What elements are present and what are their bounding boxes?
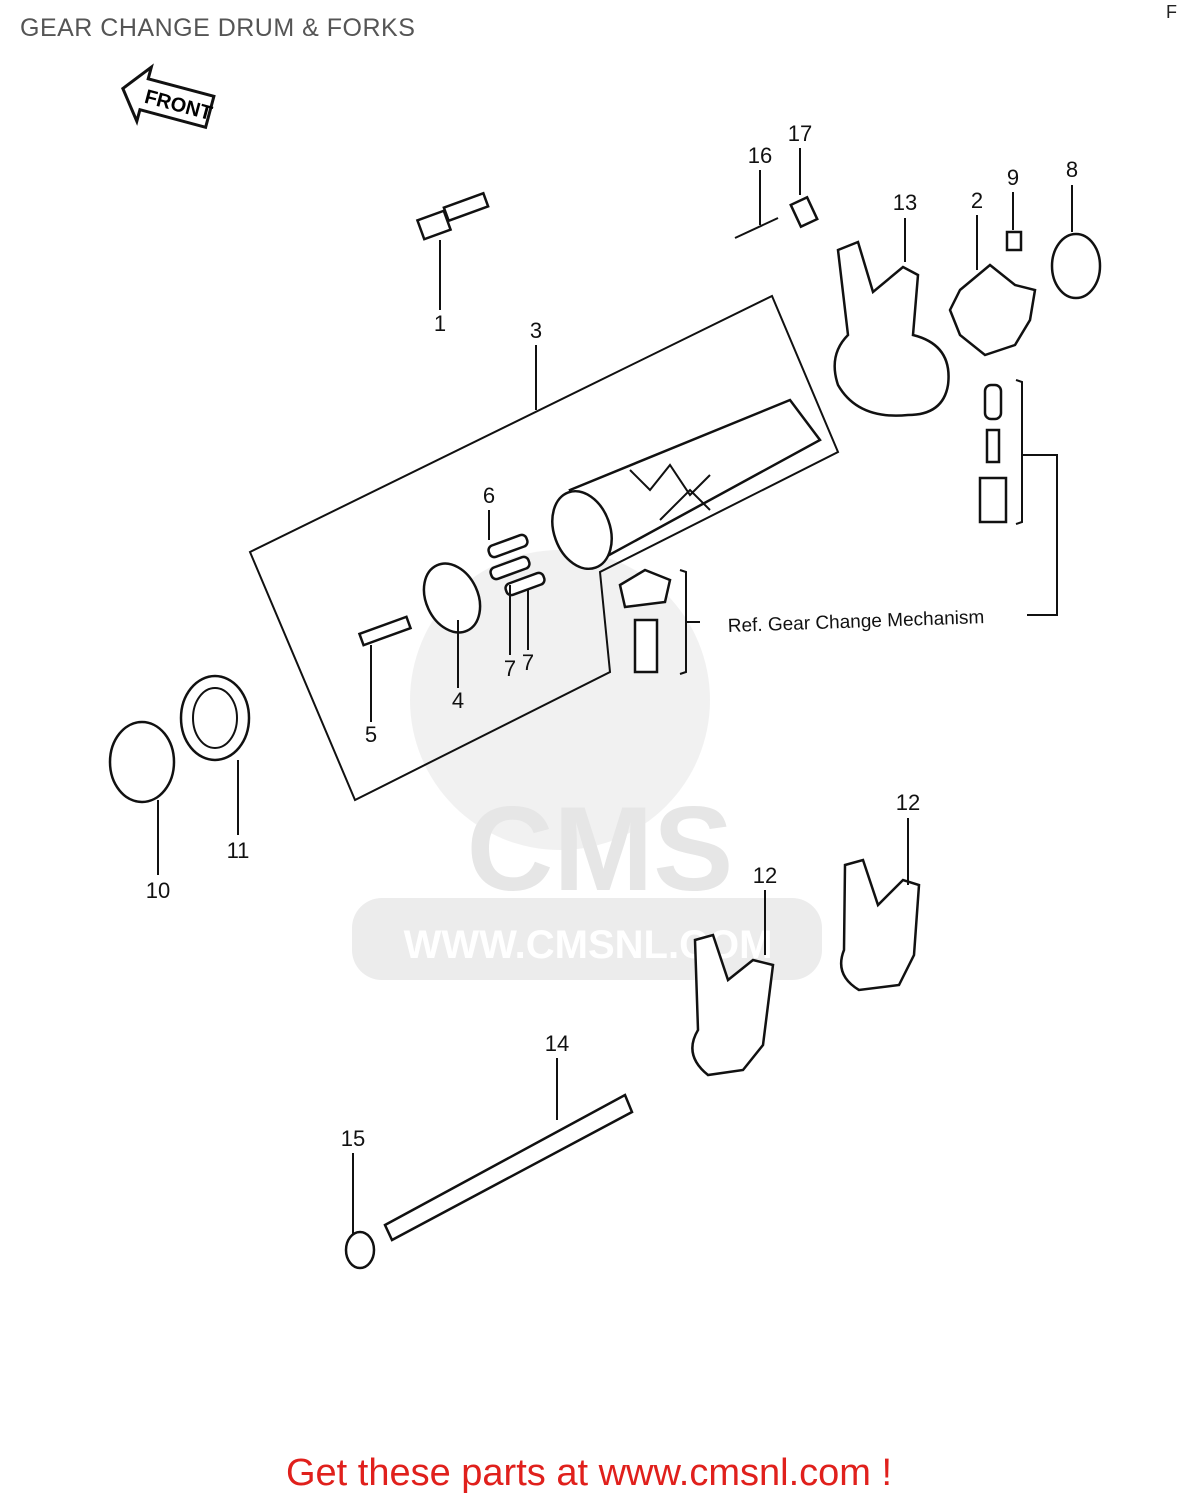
fork-shaft-14 [383,1093,634,1242]
callout-3: 3 [530,318,542,343]
detent-spring [985,428,1001,464]
footer-cta[interactable]: Get these parts at www.cmsnl.com ! [0,1452,1178,1495]
callout-4: 4 [452,688,464,713]
page-title: GEAR CHANGE DRUM & FORKS [20,14,416,42]
detent-plug [978,476,1008,524]
circlip-8 [1050,232,1102,300]
drum-plate-2 [948,263,1037,357]
shift-drum [551,398,822,571]
callout-9: 9 [1007,165,1019,190]
callout-1: 1 [434,311,446,336]
corner-mark: F [1166,2,1177,22]
callout-7a: 7 [504,656,516,681]
callout-6: 6 [483,483,495,508]
shift-fork-13 [833,240,950,417]
pin-9 [1005,230,1023,252]
stopper-plate [618,568,672,609]
callout-17: 17 [788,121,812,146]
drum-cam-plate-4 [422,562,482,634]
stopper-bolt [633,618,659,674]
svg-text:CMS: CMS [467,782,734,916]
pin-17 [789,195,819,229]
callout-16: 16 [748,143,772,168]
cotter-pin-16 [734,217,779,239]
callout-11: 11 [227,838,250,863]
drum-assembly-box [248,294,840,802]
callout-12b: 12 [753,863,777,888]
neutral-switch [415,191,490,241]
callout-2: 2 [971,188,983,213]
leader-lines [157,148,1073,1235]
ring-10 [108,720,176,804]
drum-pins [487,533,546,597]
callout-8: 8 [1066,157,1078,182]
shift-fork-12b [691,933,775,1077]
callout-10: 10 [146,878,170,903]
shift-fork-12a [839,858,921,992]
clip-15 [344,1230,376,1270]
callout-15: 15 [341,1126,365,1151]
detent-pin [983,383,1003,421]
needle-bearing-11 [179,674,251,762]
footer-link[interactable]: Get these parts at www.cmsnl.com ! [285,1452,893,1494]
callout-13: 13 [893,190,917,215]
callout-5: 5 [365,722,377,747]
callout-7b: 7 [522,650,534,675]
reference-note: Ref. Gear Change Mechanism [727,607,984,637]
callout-14: 14 [545,1031,569,1056]
callout-12a: 12 [896,790,920,815]
front-arrow: FRONT [120,63,216,130]
screw-5 [357,615,413,647]
callout-labels: 1 2 3 4 5 6 7 7 8 9 10 11 12 12 13 14 15… [146,121,1078,1151]
